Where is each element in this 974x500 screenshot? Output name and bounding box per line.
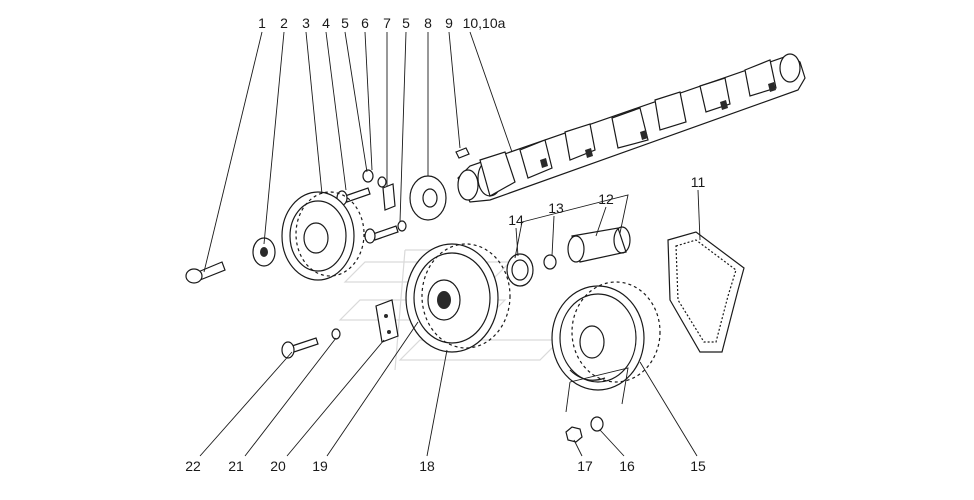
callout-label: 8 xyxy=(424,15,432,31)
bolt-4-upper xyxy=(336,187,371,206)
key-9 xyxy=(455,147,470,159)
assembly-brackets xyxy=(514,194,629,413)
washer-6 xyxy=(362,169,374,183)
callouts-top: 1 2 3 4 5 6 7 5 8 9 10,10a xyxy=(258,15,506,31)
sleeve-13 xyxy=(543,254,557,270)
ring-14 xyxy=(506,253,534,287)
washer-5-lower xyxy=(397,220,407,232)
gear-3 xyxy=(281,191,365,281)
washer-5-upper xyxy=(377,176,387,188)
spacer-7 xyxy=(382,183,396,211)
lock-plate-20 xyxy=(375,299,399,343)
callout-label: 9 xyxy=(445,15,453,31)
callout-label: 14 xyxy=(508,212,524,228)
bolt-22 xyxy=(281,337,319,359)
gear-18 xyxy=(405,243,511,353)
washer-16 xyxy=(590,416,604,432)
callout-label: 13 xyxy=(548,200,564,216)
gear-15 xyxy=(551,281,661,391)
callout-label: 19 xyxy=(312,458,328,474)
callout-label: 17 xyxy=(577,458,593,474)
callout-label: 1 xyxy=(258,15,266,31)
callout-label: 12 xyxy=(598,191,614,207)
washer-2 xyxy=(252,237,276,267)
callout-label: 11 xyxy=(691,174,706,190)
callout-label: 3 xyxy=(302,15,310,31)
callout-label: 21 xyxy=(228,458,244,474)
bolt-4-lower xyxy=(364,225,399,244)
callout-label: 5 xyxy=(341,15,349,31)
camshaft xyxy=(457,53,806,203)
callout-label: 5 xyxy=(402,15,410,31)
leader-lines xyxy=(199,31,701,457)
callout-label: 15 xyxy=(690,458,706,474)
thrust-flange-8 xyxy=(409,175,447,221)
callout-label: 16 xyxy=(619,458,635,474)
callout-label: 4 xyxy=(322,15,330,31)
callout-label: 10,10a xyxy=(463,15,506,31)
callout-label: 6 xyxy=(361,15,369,31)
bolt-1 xyxy=(185,261,226,284)
washer-21 xyxy=(331,328,341,340)
callout-label: 20 xyxy=(270,458,286,474)
callouts-bottom: 22 21 20 19 18 17 16 15 xyxy=(185,458,706,474)
gasket-11 xyxy=(667,231,745,353)
callout-label: 18 xyxy=(419,458,435,474)
nut-17 xyxy=(565,426,583,443)
callout-label: 22 xyxy=(185,458,201,474)
bushing-12 xyxy=(567,226,631,263)
callout-label: 2 xyxy=(280,15,288,31)
callout-label: 7 xyxy=(383,15,391,31)
callouts-right: 11 12 13 14 xyxy=(508,174,705,228)
